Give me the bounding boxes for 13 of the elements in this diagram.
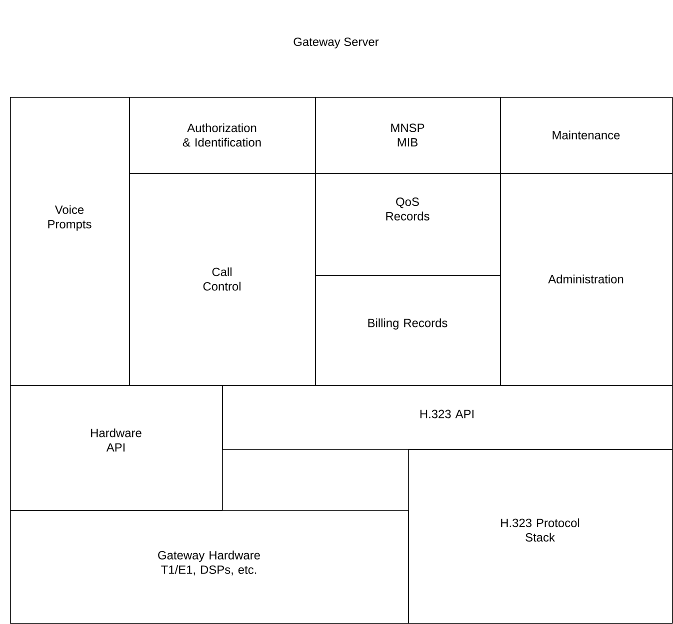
block-box: Hardware API [10,385,223,511]
block-box: Gateway Hardware T1/E1, DSPs, etc. [10,510,409,624]
block-box: Voice Prompts [10,97,130,386]
block-box: Billing Records [315,275,501,386]
title: Gateway Server [294,38,379,48]
block-box: Maintenance [500,97,673,174]
block-box: H.323 Protocol Stack [408,449,673,624]
block-box: Call Control [129,173,316,386]
block-box: Authorization & Identification [129,97,316,174]
block-box: H.323 API [222,385,673,450]
block-box: Administration [500,173,673,386]
block-box: QoS Records [315,173,501,276]
block-box: MNSP MIB [315,97,501,174]
